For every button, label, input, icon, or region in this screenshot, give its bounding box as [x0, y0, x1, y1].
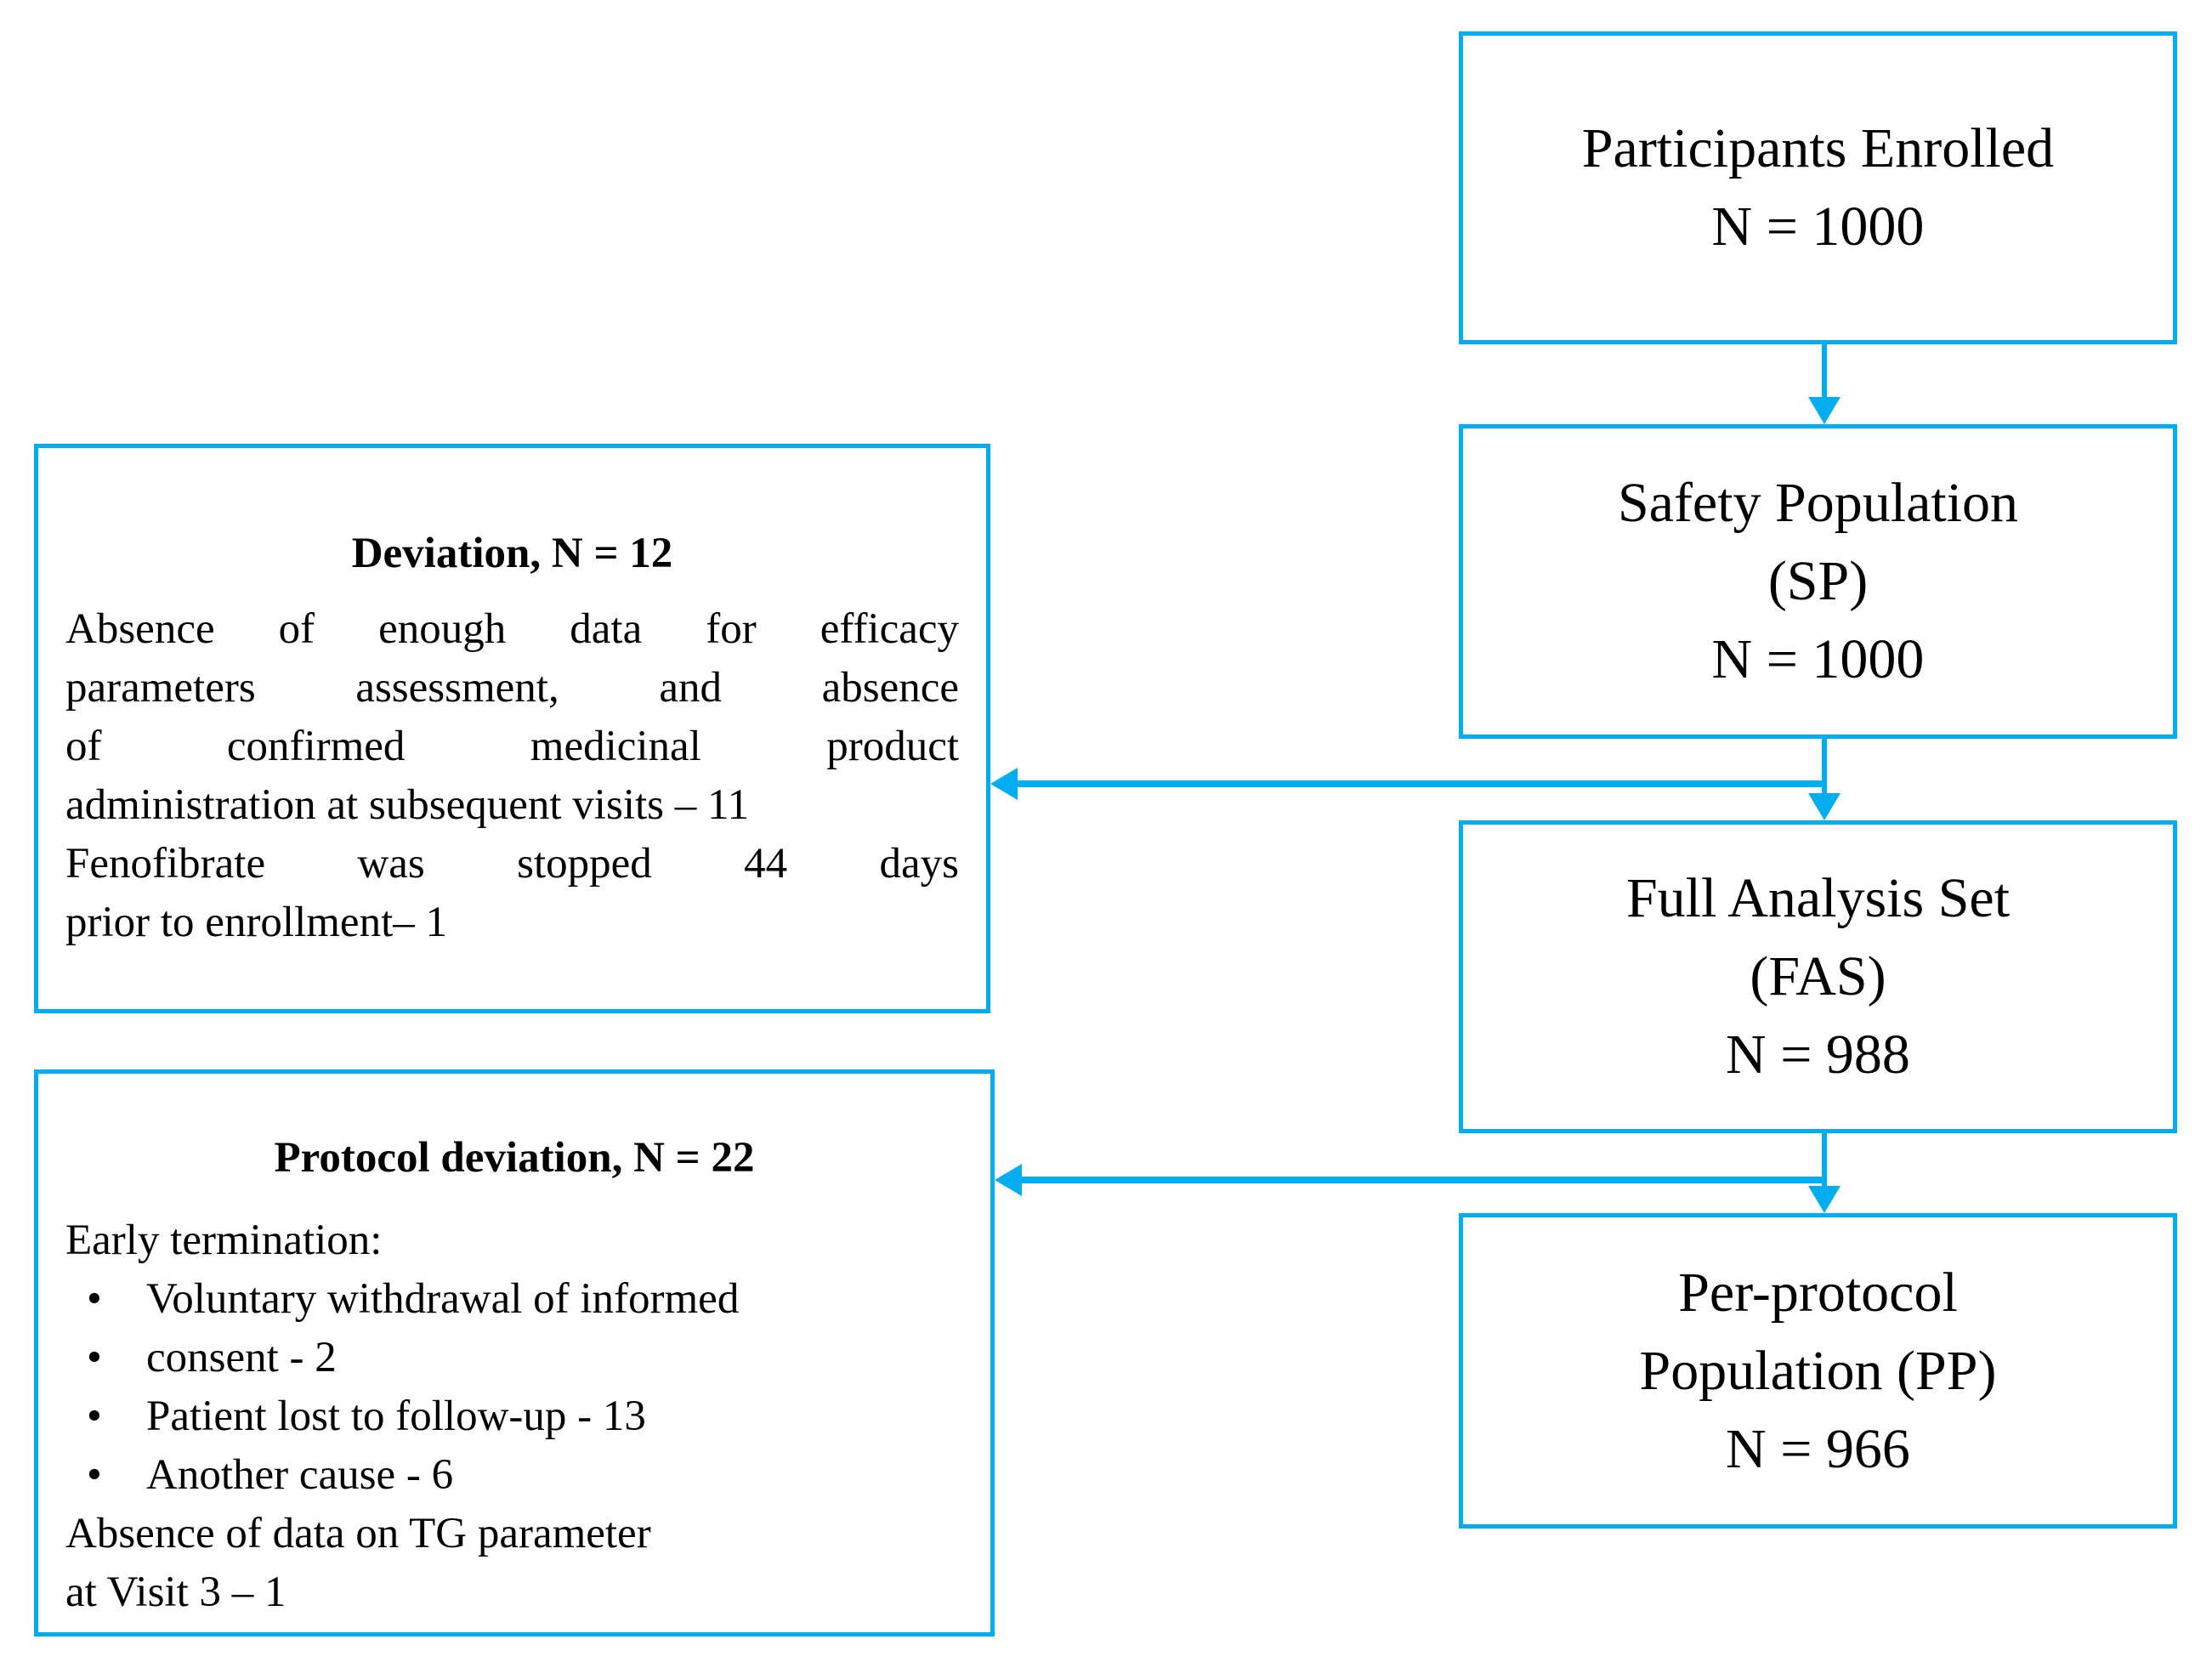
bullet-icon: • [87, 1334, 102, 1381]
list-item-text: Another cause - 6 [146, 1451, 454, 1499]
arrow-head-down-icon [1808, 1186, 1840, 1213]
deviation-box-line: Absence of enough data for efficacy [65, 605, 959, 653]
deviation-box-line: parameters assessment, and absence [65, 664, 959, 712]
deviation-box-line: Fenofibrate was stopped 44 days [65, 840, 959, 888]
list-item-text: Patient lost to follow-up - 13 [146, 1393, 646, 1440]
box-line: Participants Enrolled [1581, 117, 2055, 179]
box-line: N = 1000 [1711, 628, 1925, 690]
list-item-text: at Visit 3 – 1 [65, 1568, 286, 1616]
box-line: Full Analysis Set [1625, 867, 2011, 929]
arrow-head-down-icon [1808, 397, 1840, 424]
list-item: at Visit 3 – 1 [65, 1563, 963, 1622]
deviation-box-title: Deviation, N = 12 [351, 530, 673, 577]
arrow-head-down-icon [1808, 793, 1840, 820]
safety-population-box: Safety Population (SP) N = 1000 [1459, 424, 2177, 739]
bullet-icon: • [87, 1451, 102, 1499]
box-line: N = 966 [1726, 1417, 1910, 1480]
list-item: Early termination: [65, 1211, 963, 1270]
list-item: • consent - 2 [65, 1329, 963, 1387]
arrow-head-left-icon [995, 1164, 1022, 1196]
participants-enrolled-box: Participants Enrolled N = 1000 [1459, 31, 2177, 344]
list-item: • Another cause - 6 [65, 1446, 963, 1505]
deviation-box-line: prior to enrollment– 1 [65, 899, 447, 946]
list-item-text: Absence of data on TG parameter [65, 1510, 651, 1557]
deviation-box-line: of confirmed medicinal product [65, 723, 959, 770]
per-protocol-population-box: Per-protocol Population (PP) N = 966 [1459, 1213, 2177, 1529]
list-item-text: Voluntary withdrawal of informed [146, 1275, 740, 1323]
box-line: (FAS) [1750, 945, 1886, 1007]
arrow-shaft [1822, 739, 1827, 795]
box-line: N = 988 [1726, 1024, 1910, 1086]
list-item: • Voluntary withdrawal of informed [65, 1270, 963, 1329]
list-item-text: Early termination: [65, 1217, 383, 1264]
protocol-deviation-box: Protocol deviation, N = 22 Early termina… [34, 1069, 995, 1636]
arrow-shaft [1822, 344, 1827, 399]
box-line: Population (PP) [1639, 1339, 1997, 1402]
arrow-shaft [1015, 780, 1827, 787]
deviation-box-line: administration at subsequent visits – 11 [65, 781, 750, 829]
list-item: • Patient lost to follow-up - 13 [65, 1387, 963, 1446]
full-analysis-set-box: Full Analysis Set (FAS) N = 988 [1459, 820, 2177, 1133]
arrow-shaft [1822, 1133, 1827, 1188]
deviation-box: Deviation, N = 12 Absence of enough data… [34, 444, 990, 1013]
box-line: N = 1000 [1711, 196, 1925, 258]
bullet-icon: • [87, 1393, 102, 1440]
list-item-text: consent - 2 [146, 1334, 337, 1381]
box-line: (SP) [1767, 550, 1869, 612]
arrow-head-left-icon [990, 768, 1018, 800]
arrow-shaft [1020, 1177, 1827, 1183]
bullet-icon: • [87, 1275, 102, 1323]
box-line: Per-protocol [1678, 1261, 1958, 1324]
protocol-deviation-box-title: Protocol deviation, N = 22 [274, 1134, 755, 1182]
list-item: Absence of data on TG parameter [65, 1505, 963, 1563]
box-line: Safety Population [1617, 472, 2019, 534]
